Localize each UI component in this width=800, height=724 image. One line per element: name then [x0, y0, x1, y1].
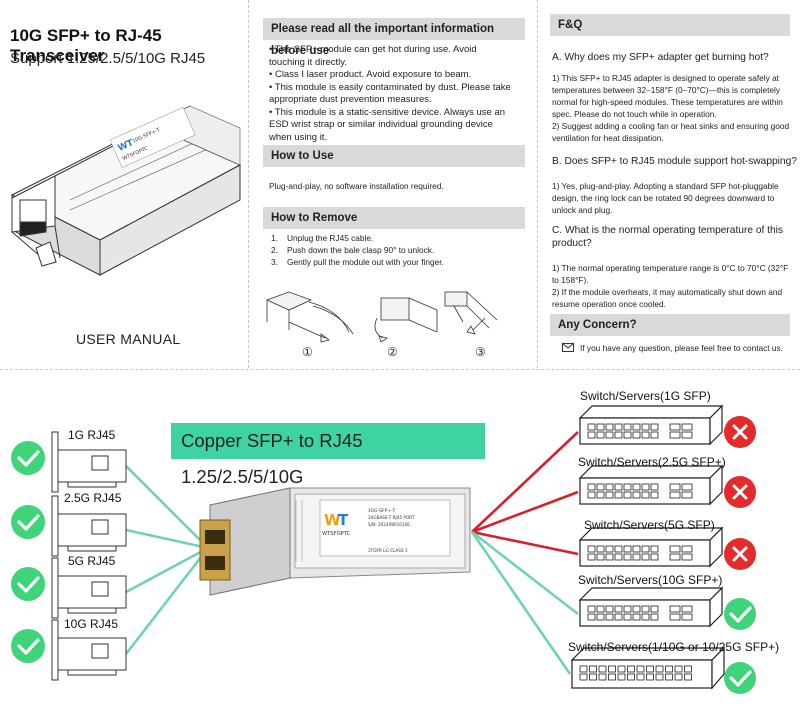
step-marker-1: ① — [302, 345, 313, 359]
manual-title: 10G SFP+ to RJ-45 Transceiver — [10, 26, 162, 65]
remove-step: 2.Push down the bale clasp 90° to unlock… — [271, 245, 435, 255]
nic-label-2-5g: 2.5G RJ45 — [64, 491, 122, 505]
svg-text:10G-SFP+-T: 10G-SFP+-T — [368, 508, 395, 514]
compatibility-banner: Copper SFP+ to RJ45 1.25/2.5/5/10G — [171, 423, 485, 487]
nic-label-5g: 5G RJ45 — [68, 554, 116, 568]
cross-icon — [724, 476, 756, 508]
check-icon — [11, 629, 45, 663]
remove-step3-illustration — [444, 291, 498, 335]
removal-illustrations — [265, 291, 498, 343]
switch-device — [578, 464, 756, 508]
switch-label-1-10g-25g-sfp: Switch/Servers(1/10G or 10/25G SFP+) — [568, 640, 780, 654]
bullet-item: • The SFP+ module can get hot during use… — [269, 44, 477, 68]
svg-text:3TOFR LG CLASS 1: 3TOFR LG CLASS 1 — [368, 548, 408, 553]
important-info-header: Please read all the important informatio… — [263, 18, 525, 57]
bullet-item: • This module is a static-sensitive devi… — [269, 106, 506, 143]
link-line-blocked — [471, 490, 579, 534]
faq-panel: F&Q A. Why does my SFP+ adapter get burn… — [540, 0, 800, 368]
remove-step2-illustration — [374, 297, 438, 343]
switch-label-10g-sfp: Switch/Servers(10G SFP+) — [578, 573, 723, 587]
switch-device — [570, 646, 756, 694]
check-icon — [724, 662, 756, 694]
user-manual-caption: USER MANUAL — [76, 331, 181, 347]
link-line-ok — [125, 465, 209, 549]
any-concern-header: Any Concern? — [550, 314, 790, 336]
link-line-blocked — [471, 431, 579, 533]
how-to-use-text: Plug-and-play, no software installation … — [269, 181, 444, 191]
mail-icon — [562, 343, 574, 352]
nic-label-1g: 1G RJ45 — [68, 428, 116, 442]
svg-text:W: W — [324, 511, 341, 529]
switch-label-1g-sfp: Switch/Servers(1G SFP) — [580, 389, 711, 403]
important-info-panel: Please read all the important informatio… — [248, 0, 538, 368]
connection-lines — [124, 431, 579, 675]
faq-answer-b: 1) Yes, plug-and-play. Adopting a standa… — [552, 181, 779, 215]
switch-label-5g-sfp: Switch/Servers(5G SFP) — [584, 518, 715, 532]
switch-device — [578, 404, 756, 448]
bullet-item: • This module is easily contaminated by … — [269, 81, 511, 106]
link-line-ok — [471, 530, 579, 616]
sfp-module-illustration: WT 10G-SFP+-T WTSFOPTC — [10, 105, 242, 276]
link-line-blocked — [471, 530, 579, 556]
nic-card — [11, 619, 127, 681]
module-brand-label: WT 10G-SFP+-T WTSFOPTC — [109, 107, 196, 168]
nic-card — [11, 557, 127, 619]
check-icon — [724, 598, 756, 630]
nic-card — [11, 431, 127, 493]
link-line-ok — [470, 531, 572, 675]
nic-card — [11, 495, 127, 557]
check-icon — [11, 441, 45, 475]
bullet-item: • Class I laser product. Avoid exposure … — [269, 69, 472, 80]
how-to-remove-header: How to Remove — [263, 207, 525, 229]
section-divider — [0, 369, 800, 370]
manual-cover-panel: 10G SFP+ to RJ-45 Transceiver Support 1.… — [0, 0, 246, 368]
manual-subtitle: Support 1.25/2.5/5/10G RJ45 — [10, 50, 206, 67]
check-icon — [11, 505, 45, 539]
faq-question-b: B. Does SFP+ to RJ45 module support hot-… — [552, 156, 797, 167]
svg-text:WTSFOPTC: WTSFOPTC — [322, 531, 351, 537]
svg-text:10GBASE-T RJ45 PORT: 10GBASE-T RJ45 PORT — [368, 515, 415, 520]
check-icon — [11, 567, 45, 601]
remove-step: 3.Gently pull the module out with your f… — [271, 257, 444, 267]
safety-bullets: • The SFP+ module can get hot during use… — [269, 44, 529, 144]
faq-question-a: A. Why does my SFP+ adapter get burning … — [552, 52, 769, 63]
svg-text:T: T — [338, 511, 349, 529]
remove-step: 1.Unplug the RJ45 cable. — [271, 233, 374, 243]
step-marker-2: ② — [387, 345, 398, 359]
faq-answer-a: 1) This SFP+ to RJ45 adapter is designed… — [552, 73, 790, 143]
svg-text:S/N: 2024080101SE: S/N: 2024080101SE — [368, 522, 410, 527]
cross-icon — [724, 538, 756, 570]
nic-label-10g: 10G RJ45 — [64, 617, 119, 631]
link-line-ok — [125, 528, 209, 550]
how-to-use-header: How to Use — [263, 145, 525, 167]
center-sfp-module: W T WTSFOPTC 10G-SFP+-T 10GBASE-T RJ45 P… — [199, 487, 471, 596]
nic-cards — [11, 431, 127, 681]
link-line-ok — [125, 546, 209, 594]
contact-text: If you have any question, please feel fr… — [580, 343, 783, 353]
switch-devices — [570, 404, 756, 694]
switch-device — [578, 586, 756, 630]
remove-steps: 1.Unplug the RJ45 cable. 2.Push down the… — [271, 232, 511, 268]
remove-step1-illustration — [265, 291, 354, 343]
switch-device — [578, 526, 756, 570]
faq-question-c: C. What is the normal operating temperat… — [552, 225, 784, 249]
switch-label-2-5g-sfp: Switch/Servers(2.5G SFP+) — [578, 455, 726, 469]
step-marker-3: ③ — [475, 345, 486, 359]
faq-answer-c: 1) The normal operating temperature rang… — [552, 263, 789, 309]
cross-icon — [724, 416, 756, 448]
link-line-ok — [124, 547, 210, 655]
faq-header: F&Q — [550, 14, 790, 36]
